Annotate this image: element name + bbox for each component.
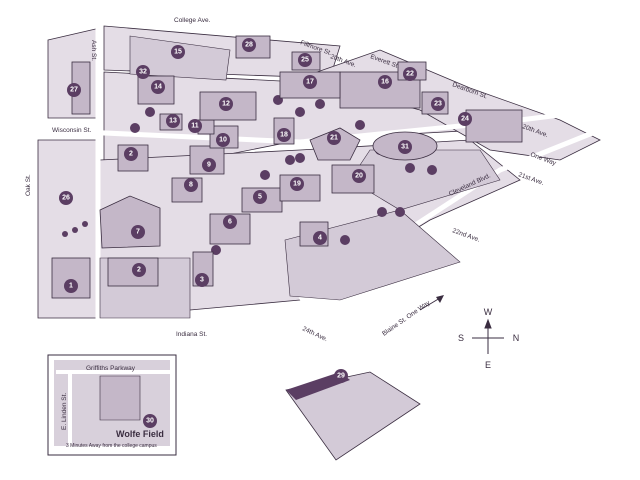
svg-text:3: 3 (200, 277, 204, 284)
badge-1[interactable]: 1 (64, 279, 78, 293)
svg-text:19: 19 (293, 181, 301, 188)
svg-text:2: 2 (129, 151, 133, 158)
inset-street-side: E. Linden St. (61, 393, 68, 430)
compass-e: E (485, 360, 491, 370)
badge-28[interactable]: 28 (242, 38, 256, 52)
svg-text:13: 13 (169, 118, 177, 125)
svg-text:25: 25 (301, 57, 309, 64)
svg-text:10: 10 (219, 137, 227, 144)
svg-text:5: 5 (258, 194, 262, 201)
badge-6[interactable]: 6 (223, 215, 237, 229)
svg-text:26: 26 (62, 195, 70, 202)
badge-20[interactable]: 20 (352, 169, 366, 183)
badge-17[interactable]: 17 (303, 75, 317, 89)
inset-title: Wolfe Field (116, 429, 164, 439)
svg-text:1: 1 (69, 283, 73, 290)
badge-16[interactable]: 16 (378, 75, 392, 89)
street-wisconsin-st: Wisconsin St. (52, 127, 92, 134)
street-21st-ave: 21st Ave. (517, 171, 545, 187)
badge-2b[interactable]: 2 (132, 263, 146, 277)
svg-text:9: 9 (207, 162, 211, 169)
badge-18[interactable]: 18 (277, 128, 291, 142)
badge-13[interactable]: 13 (166, 114, 180, 128)
svg-text:27: 27 (70, 87, 78, 94)
svg-text:21: 21 (330, 135, 338, 142)
svg-text:2: 2 (137, 267, 141, 274)
badge-8[interactable]: 8 (184, 178, 198, 192)
badge-12[interactable]: 12 (219, 97, 233, 111)
compass-s: S (458, 333, 464, 343)
svg-text:6: 6 (228, 219, 232, 226)
badge-14[interactable]: 14 (151, 80, 165, 94)
svg-text:23: 23 (434, 101, 442, 108)
badge-4[interactable]: 4 (313, 231, 327, 245)
badge-26[interactable]: 26 (59, 191, 73, 205)
badge-10[interactable]: 10 (216, 133, 230, 147)
badge-11[interactable]: 11 (188, 119, 202, 133)
svg-text:30: 30 (146, 418, 154, 425)
svg-text:14: 14 (154, 84, 162, 91)
badge-7[interactable]: 7 (131, 225, 145, 239)
badge-29[interactable]: 29 (334, 369, 348, 383)
svg-text:12: 12 (222, 101, 230, 108)
street-college-ave: College Ave. (174, 17, 211, 24)
street-oak-st: Oak St. (25, 174, 32, 196)
compass-n: N (513, 333, 520, 343)
one-way-arrow (419, 295, 444, 311)
compass-w: W (484, 307, 493, 317)
svg-text:15: 15 (174, 49, 182, 56)
badge-30[interactable]: 30 (143, 414, 157, 428)
svg-text:8: 8 (189, 182, 193, 189)
wolfe-field-inset: Griffiths Parkway E. Linden St. 30 Wolfe… (47, 354, 177, 456)
badge-3[interactable]: 3 (195, 273, 209, 287)
svg-text:29: 29 (337, 373, 345, 380)
building-badges: 1 2 2 3 4 5 6 7 8 9 10 11 12 13 14 15 16… (59, 38, 472, 383)
badge-21[interactable]: 21 (327, 131, 341, 145)
svg-text:17: 17 (306, 79, 314, 86)
street-24th-ave: 24th Ave. (301, 325, 329, 343)
badge-15[interactable]: 15 (171, 45, 185, 59)
svg-text:16: 16 (381, 79, 389, 86)
compass-rose: W S N E (458, 307, 519, 370)
badge-24[interactable]: 24 (458, 112, 472, 126)
badge-25[interactable]: 25 (298, 53, 312, 67)
badge-23[interactable]: 23 (431, 97, 445, 111)
badge-31[interactable]: 31 (398, 140, 412, 154)
svg-text:7: 7 (136, 229, 140, 236)
svg-text:28: 28 (245, 42, 253, 49)
badge-19[interactable]: 19 (290, 177, 304, 191)
svg-text:20: 20 (355, 173, 363, 180)
svg-text:32: 32 (139, 69, 147, 76)
svg-text:4: 4 (318, 235, 322, 242)
inset-note: 3 Minutes Away from the college campus (66, 443, 157, 449)
badge-32[interactable]: 32 (136, 65, 150, 79)
badge-5[interactable]: 5 (253, 190, 267, 204)
svg-text:11: 11 (191, 123, 199, 130)
street-indiana-st: Indiana St. (176, 331, 207, 338)
badge-27[interactable]: 27 (67, 83, 81, 97)
street-blaine-st: Blaine St. One Way (381, 299, 432, 338)
street-ash-st: Ash St. (90, 40, 97, 61)
svg-text:31: 31 (401, 144, 409, 151)
svg-text:24: 24 (461, 116, 469, 123)
football-field (285, 371, 421, 461)
inset-street-top: Griffiths Parkway (86, 365, 136, 372)
svg-text:18: 18 (280, 132, 288, 139)
badge-9[interactable]: 9 (202, 158, 216, 172)
badge-2a[interactable]: 2 (124, 147, 138, 161)
badge-22[interactable]: 22 (403, 67, 417, 81)
svg-text:22: 22 (406, 71, 414, 78)
